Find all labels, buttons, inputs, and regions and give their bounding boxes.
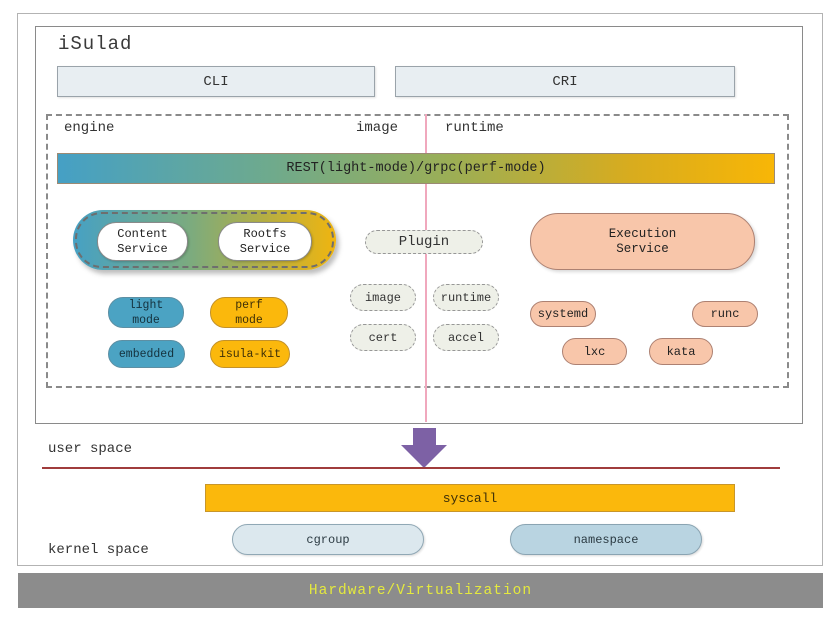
user-kernel-boundary-line	[42, 467, 780, 469]
runtime-column-label: runtime	[445, 120, 504, 136]
image-plugin-pill: image	[350, 284, 416, 311]
runtime-plugin-pill: runtime	[433, 284, 499, 311]
plugin-node: Plugin	[365, 230, 483, 254]
kata-pill: kata	[649, 338, 713, 365]
cli-box: CLI	[57, 66, 375, 97]
daemon-dashed-box	[46, 114, 789, 388]
diagram-title: iSulad	[58, 33, 133, 55]
perf-mode-pill: perf mode	[210, 297, 288, 328]
embedded-pill: embedded	[108, 340, 185, 368]
kernel-space-label: kernel space	[48, 542, 149, 558]
execution-service-node: Execution Service	[530, 213, 755, 270]
down-arrow-head-icon	[401, 445, 447, 468]
light-mode-pill: light mode	[108, 297, 184, 328]
down-arrow-icon	[413, 428, 436, 446]
isula-kit-pill: isula-kit	[210, 340, 290, 368]
rootfs-service-node: Rootfs Service	[218, 222, 312, 261]
hardware-virtualization-bar: Hardware/Virtualization	[18, 573, 823, 608]
engine-column-label: engine	[64, 120, 115, 136]
namespace-pill: namespace	[510, 524, 702, 555]
lxc-pill: lxc	[562, 338, 627, 365]
cri-box: CRI	[395, 66, 735, 97]
runc-pill: runc	[692, 301, 758, 327]
user-space-label: user space	[48, 441, 133, 457]
accel-plugin-pill: accel	[433, 324, 499, 351]
systemd-pill: systemd	[530, 301, 596, 327]
syscall-bar: syscall	[205, 484, 735, 512]
cert-plugin-pill: cert	[350, 324, 416, 351]
rest-grpc-bar: REST(light-mode)/grpc(perf-mode)	[57, 153, 775, 184]
image-column-label: image	[356, 120, 399, 136]
content-service-node: Content Service	[97, 222, 188, 261]
column-divider-line	[425, 114, 427, 422]
cgroup-pill: cgroup	[232, 524, 424, 555]
